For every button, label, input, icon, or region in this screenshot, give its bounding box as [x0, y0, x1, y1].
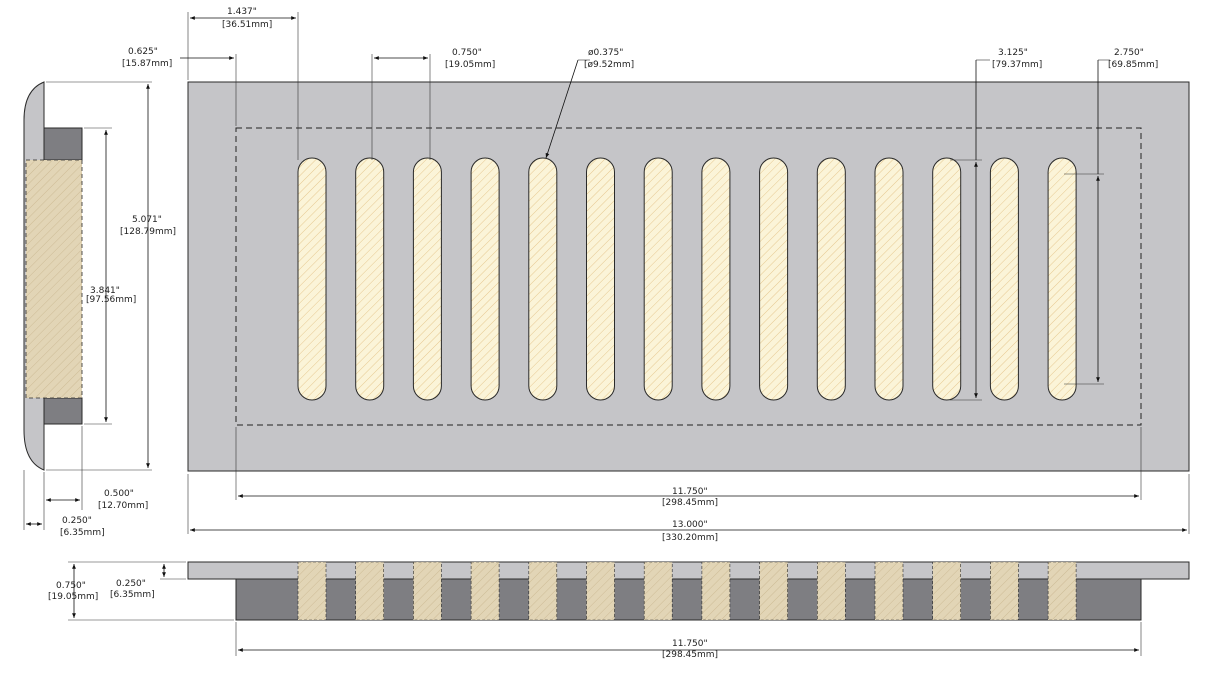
- bottom-slot: [413, 561, 442, 621]
- side-body-top: [43, 127, 83, 161]
- side-dimensions: 5.071" [128.79mm] 3.841" [97.56mm] 0.500…: [23, 81, 176, 538]
- overall-length-metric: [330.20mm]: [662, 533, 718, 543]
- bottom-slot: [874, 561, 904, 621]
- slot-length-outer-imperial: 3.125": [998, 48, 1028, 58]
- vent-slot: [989, 157, 1019, 401]
- side-view: [23, 81, 83, 471]
- insert-length-metric: [298.45mm]: [662, 498, 718, 508]
- slot-offset-imperial: 1.437": [227, 7, 257, 17]
- top-dimensions: 1.437" [36.51mm] 0.625" [15.87mm] 0.750"…: [122, 7, 1190, 543]
- slot-diameter-imperial: ø0.375": [588, 48, 623, 58]
- bottom-slot: [470, 561, 500, 621]
- vent-slot: [1047, 157, 1077, 401]
- bottom-slot: [701, 561, 731, 621]
- slot-length-inner-imperial: 2.750": [1114, 48, 1144, 58]
- bottom-length-metric: [298.45mm]: [662, 650, 718, 660]
- side-depth-imperial: 0.500": [104, 489, 134, 499]
- bottom-dimensions: 0.750" [19.05mm] 0.250" [6.35mm] 11.750"…: [48, 561, 1142, 660]
- main-plate: [187, 81, 1190, 472]
- bottom-slot: [1047, 561, 1077, 621]
- vent-slot: [412, 157, 442, 401]
- vent-slot: [874, 157, 904, 401]
- slot-group: [297, 157, 1077, 401]
- overall-length-imperial: 13.000": [672, 520, 708, 530]
- side-flange-imperial: 0.250": [62, 516, 92, 526]
- vent-slot: [701, 157, 731, 401]
- bottom-view: [187, 561, 1190, 621]
- slot-length-inner-metric: [69.85mm]: [1108, 60, 1158, 70]
- vent-slot: [470, 157, 500, 401]
- border-offset-metric: [15.87mm]: [122, 59, 172, 69]
- bottom-slot: [586, 561, 615, 621]
- bottom-flange-metric: [6.35mm]: [110, 590, 155, 600]
- border-offset-imperial: 0.625": [128, 47, 158, 57]
- vent-slot: [643, 157, 673, 401]
- vent-slot: [759, 157, 789, 401]
- bottom-slot: [932, 561, 962, 621]
- bottom-plate: [187, 561, 1190, 580]
- bottom-flange-imperial: 0.250": [116, 579, 146, 589]
- insert-height-imperial: 3.841": [90, 286, 120, 296]
- vent-slot: [297, 157, 327, 401]
- vent-slot: [586, 157, 615, 401]
- vent-slot: [816, 157, 846, 401]
- side-flange-metric: [6.35mm]: [60, 528, 105, 538]
- slot-pitch-imperial: 0.750": [452, 48, 482, 58]
- insert-height-metric: [97.56mm]: [86, 295, 136, 305]
- overall-height-imperial: 5.071": [132, 215, 162, 225]
- bottom-slot: [816, 561, 846, 621]
- bottom-length-imperial: 11.750": [672, 639, 708, 649]
- bottom-slot: [355, 561, 385, 621]
- bottom-total-metric: [19.05mm]: [48, 592, 98, 602]
- overall-height-metric: [128.79mm]: [120, 227, 176, 237]
- bottom-slot: [643, 561, 673, 621]
- top-view: [187, 81, 1190, 472]
- slot-length-outer-metric: [79.37mm]: [992, 60, 1042, 70]
- vent-slot: [355, 157, 385, 401]
- vent-slot: [932, 157, 962, 401]
- slot-diameter-metric: [ø9.52mm]: [584, 60, 634, 70]
- vent-slot: [528, 157, 558, 401]
- bottom-slot: [528, 561, 558, 621]
- bottom-slot: [759, 561, 788, 621]
- insert-length-imperial: 11.750": [672, 487, 708, 497]
- side-depth-metric: [12.70mm]: [98, 501, 148, 511]
- bottom-slot: [990, 561, 1019, 621]
- slot-pitch-metric: [19.05mm]: [445, 60, 495, 70]
- slot-offset-metric: [36.51mm]: [222, 20, 272, 30]
- bottom-total-imperial: 0.750": [56, 581, 86, 591]
- bottom-slot-group: [297, 561, 1077, 621]
- insert-outline: [235, 127, 1142, 426]
- side-wood-insert: [25, 159, 83, 399]
- side-body-bottom: [43, 397, 83, 425]
- bottom-slot: [297, 561, 327, 621]
